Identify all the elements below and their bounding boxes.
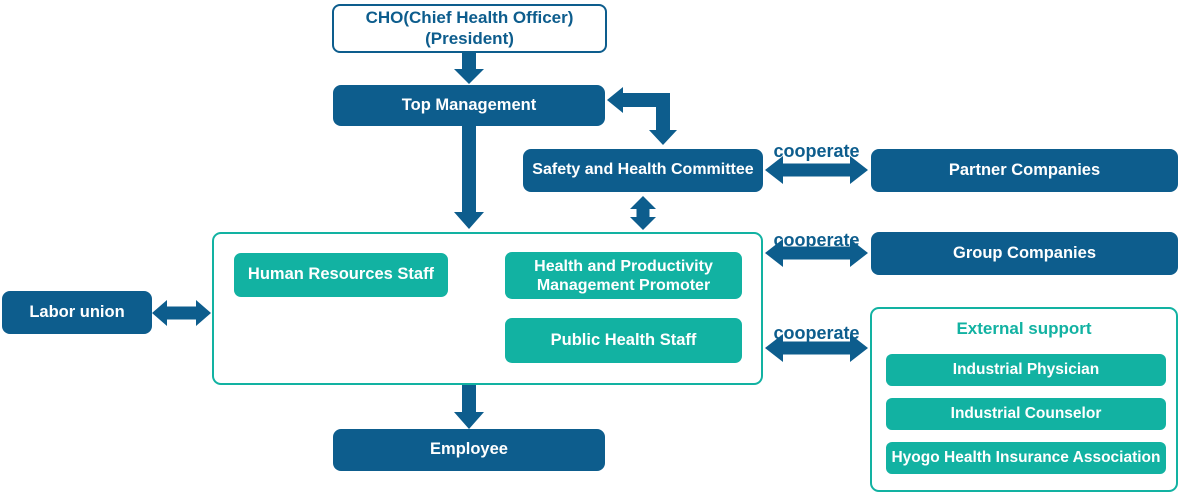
node-group-companies: Group Companies bbox=[871, 232, 1178, 275]
node-cho: CHO(Chief Health Officer) (President) bbox=[332, 4, 607, 53]
cho-label-line2: (President) bbox=[425, 28, 514, 48]
node-hyogo-health-insurance: Hyogo Health Insurance Association bbox=[886, 442, 1166, 474]
group-companies-label: Group Companies bbox=[952, 243, 1096, 262]
external-support-container: External support Industrial Physician In… bbox=[870, 307, 1178, 492]
partner-companies-label: Partner Companies bbox=[948, 160, 1101, 179]
node-human-resources-staff: Human Resources Staff bbox=[234, 253, 448, 297]
node-public-health-staff: Public Health Staff bbox=[505, 318, 742, 363]
arrow-cho-to-top-management bbox=[454, 53, 484, 84]
arrow-top-management-committee-elbow bbox=[607, 87, 677, 145]
external-support-title: External support bbox=[956, 319, 1092, 338]
arrow-top-management-to-staff-group bbox=[454, 126, 484, 229]
employee-label: Employee bbox=[430, 440, 508, 459]
cho-label-line1: CHO(Chief Health Officer) bbox=[365, 8, 574, 28]
node-labor-union: Labor union bbox=[2, 291, 152, 334]
arrow-labor-union-staff-group bbox=[152, 300, 211, 326]
hpm-promoter-label-line2: Management Promoter bbox=[536, 276, 711, 294]
cooperate-label-group: cooperate bbox=[773, 230, 860, 250]
node-partner-companies: Partner Companies bbox=[871, 149, 1178, 192]
node-employee: Employee bbox=[333, 429, 605, 471]
industrial-counselor-label: Industrial Counselor bbox=[950, 404, 1102, 422]
node-safety-health-committee: Safety and Health Committee bbox=[523, 149, 763, 192]
human-resources-staff-label: Human Resources Staff bbox=[247, 265, 435, 284]
cooperate-label-partner: cooperate bbox=[773, 141, 860, 161]
arrow-committee-staff-group-bidirectional bbox=[630, 196, 656, 230]
arrow-staff-group-to-employee bbox=[454, 385, 484, 429]
node-industrial-physician: Industrial Physician bbox=[886, 354, 1166, 386]
node-top-management: Top Management bbox=[333, 85, 605, 126]
top-management-label: Top Management bbox=[401, 95, 537, 114]
cooperate-label-external: cooperate bbox=[773, 323, 860, 343]
industrial-physician-label: Industrial Physician bbox=[952, 360, 1100, 378]
public-health-staff-label: Public Health Staff bbox=[550, 330, 697, 349]
hpm-promoter-label-line1: Health and Productivity bbox=[534, 257, 713, 275]
safety-health-committee-label: Safety and Health Committee bbox=[532, 161, 754, 179]
node-industrial-counselor: Industrial Counselor bbox=[886, 398, 1166, 430]
hyogo-health-insurance-label: Hyogo Health Insurance Association bbox=[891, 448, 1161, 466]
node-hpm-promoter: Health and Productivity Management Promo… bbox=[505, 252, 742, 299]
labor-union-label: Labor union bbox=[29, 302, 125, 321]
